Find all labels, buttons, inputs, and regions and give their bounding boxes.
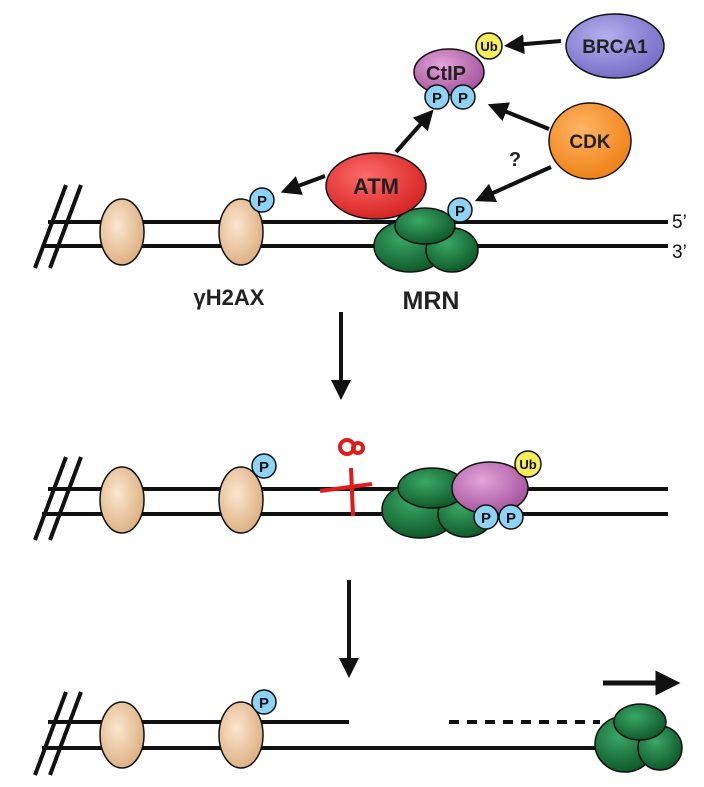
- phospho-label: P: [432, 90, 442, 107]
- atm-label: ATM: [353, 174, 399, 199]
- arrow-atm-to-h2ax: [280, 174, 326, 195]
- mrn-complex: [594, 703, 683, 773]
- arrow-brca1-to-ctip: [504, 34, 562, 55]
- ubiquitin-ctip: [475, 32, 503, 60]
- break-mark: [48, 456, 83, 541]
- phospho-ctip: [473, 504, 499, 530]
- phospho-label: P: [458, 90, 468, 107]
- phospho-ctip: [498, 504, 524, 530]
- phospho-label: P: [506, 510, 516, 527]
- phospho-mrn: [447, 197, 473, 223]
- phospho-ctip: [450, 84, 476, 110]
- phospho-label: P: [455, 203, 465, 220]
- panel-1: ATM P P CtIP Ub P P BRCA1 CDK ? γH2AX M: [33, 13, 687, 315]
- phospho-h2ax: [249, 187, 275, 213]
- cdk-label: CDK: [569, 132, 610, 153]
- nucleosome: [99, 198, 145, 266]
- ub-label: Ub: [480, 39, 497, 54]
- phospho-h2ax: [251, 453, 277, 479]
- scissors-icon: [319, 438, 373, 517]
- nucleosome: [99, 466, 145, 534]
- nucleosome: [218, 466, 264, 534]
- nucleosome: [218, 198, 264, 266]
- break-mark: [33, 456, 68, 541]
- brca1-label: BRCA1: [582, 37, 648, 58]
- arrow-cdk-to-ctip: [487, 102, 550, 131]
- break-mark: [33, 184, 68, 269]
- cdk-protein: [548, 102, 632, 180]
- arrow-atm-to-ctip: [394, 109, 434, 154]
- brca1-protein: [565, 13, 665, 79]
- nucleosome: [218, 701, 264, 769]
- nucleosome: [99, 701, 145, 769]
- gamma-h2ax-label: γH2AX: [194, 285, 265, 310]
- atm-protein: [325, 152, 427, 220]
- phospho-ctip: [424, 84, 450, 110]
- ctip-label: CtIP: [426, 63, 466, 85]
- break-mark: [48, 184, 83, 269]
- mrn-complex: [373, 207, 479, 273]
- panel-2: P Ub P P: [33, 438, 668, 541]
- arrow-cdk-to-mrn: [474, 165, 552, 203]
- phospho-label: P: [259, 459, 269, 476]
- break-mark: [48, 691, 83, 776]
- break-mark: [33, 691, 68, 776]
- question-mark: ?: [509, 149, 521, 171]
- phospho-h2ax: [251, 689, 277, 715]
- phospho-label: P: [257, 193, 267, 210]
- five-prime-label: 5’: [672, 212, 687, 233]
- three-prime-label: 3’: [672, 242, 687, 263]
- phospho-label: P: [481, 510, 491, 527]
- mrn-label: MRN: [403, 287, 460, 315]
- panel-3: P: [33, 670, 683, 776]
- ubiquitin-ctip: [514, 450, 542, 478]
- phospho-label: P: [259, 695, 269, 712]
- ub-label: Ub: [519, 457, 536, 472]
